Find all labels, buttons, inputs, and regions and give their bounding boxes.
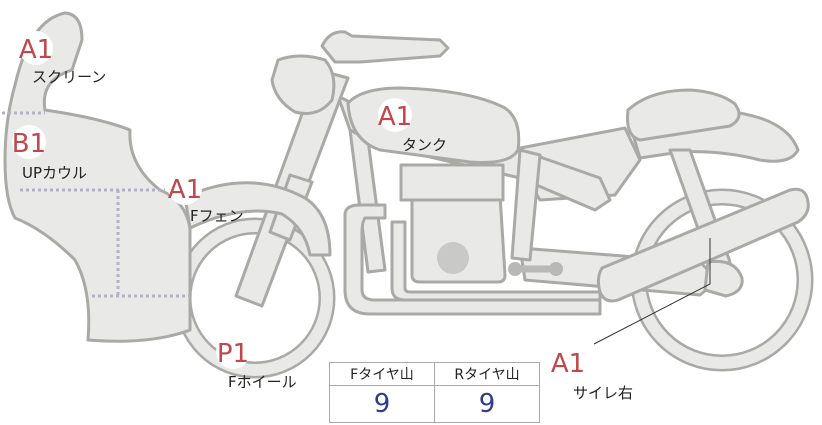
marker-front-fender: A1 Fフェン: [168, 171, 244, 225]
headlight: [270, 54, 336, 115]
engine: [410, 193, 507, 284]
exhaust-pipe: [343, 203, 602, 316]
marker-front-fender-label: Fフェン: [190, 207, 244, 225]
marker-front-wheel-label: Fホイール: [228, 373, 297, 391]
rear-tread-value: 9: [434, 385, 540, 423]
marker-upper-cowl-label: UPカウル: [22, 164, 87, 182]
handlebar: [320, 30, 450, 64]
muffler: [596, 187, 810, 303]
marker-screen-label: スクリーン: [32, 68, 106, 86]
motorcycle-illustration: [2, 11, 814, 379]
fairing-panel-lines: [2, 111, 190, 298]
marker-tank-label: タンク: [402, 136, 447, 154]
marker-muffler-right: A1 サイレ右: [551, 345, 633, 402]
marker-muffler-right-label: サイレ右: [573, 384, 633, 402]
front-fender-shape: [183, 181, 332, 257]
engine-cover: [437, 242, 469, 274]
marker-front-wheel-code: P1: [217, 339, 249, 369]
marker-screen-code: A1: [19, 35, 53, 65]
rear-tread-header: Rタイヤ山: [434, 362, 540, 386]
marker-front-fender-code: A1: [168, 175, 202, 205]
marker-upper-cowl: B1 UPカウル: [12, 125, 87, 182]
seat: [626, 88, 741, 142]
marker-tank-code: A1: [378, 102, 412, 132]
marker-muffler-right-code: A1: [551, 349, 585, 379]
front-tread-header: Fタイヤ山: [329, 362, 435, 386]
marker-front-wheel: P1 Fホイール: [216, 335, 297, 391]
fairing: [3, 11, 192, 343]
leader-line: [593, 238, 711, 345]
marker-tank: A1 タンク: [378, 98, 447, 154]
front-tread-value: 9: [329, 385, 435, 423]
tire-tread-table: Fタイヤ山 Rタイヤ山 9 9: [329, 362, 540, 423]
marker-screen: A1 スクリーン: [19, 31, 106, 86]
marker-upper-cowl-code: B1: [12, 129, 46, 159]
